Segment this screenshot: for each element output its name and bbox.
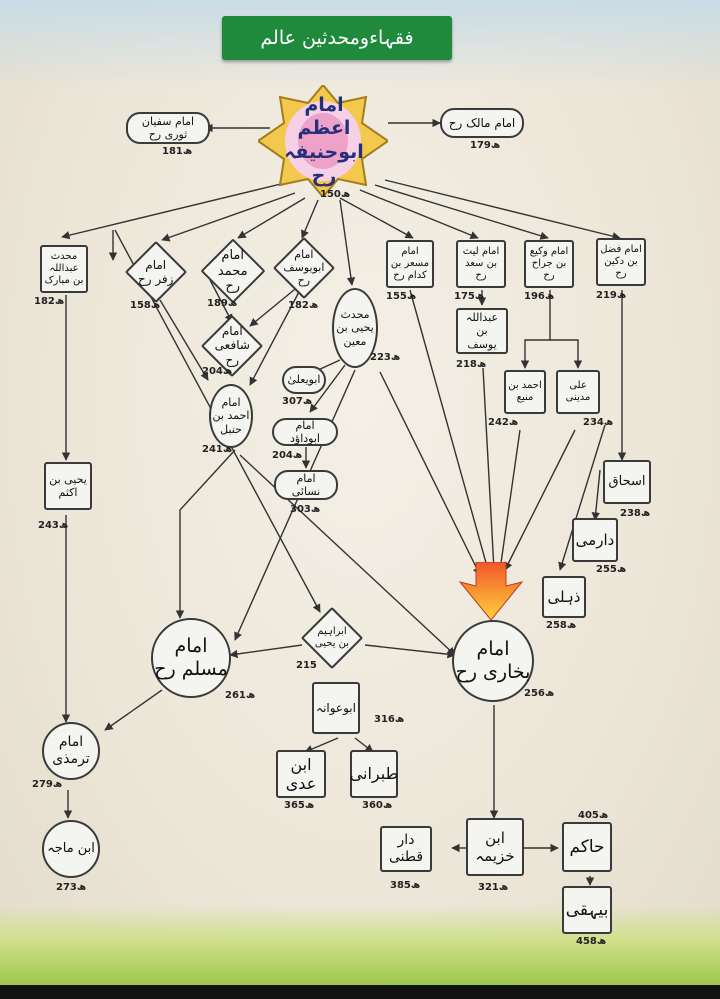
year-ishaq: 238ھ xyxy=(620,508,651,519)
year-malik: 179ھ xyxy=(470,140,501,151)
year-hakim: 405ھ xyxy=(578,810,609,821)
node-abdullah-yusuf: عبداللہ بن یوسف xyxy=(456,308,508,354)
year-layth: 175ھ xyxy=(454,291,485,302)
year-muslim: 261ھ xyxy=(225,690,256,701)
year-bayhaqi: 458ھ xyxy=(576,936,607,947)
year-abdullah-yusuf: 218ھ xyxy=(456,359,487,370)
node-nasai: امام نسائی xyxy=(274,470,338,500)
year-ali-madini: 234ھ xyxy=(583,417,614,428)
node-ibn-mubarak: محدث عبداللہ بن مبارک xyxy=(40,245,88,293)
node-muhammad-label: امام محمد رح xyxy=(218,247,248,294)
node-abu-awana: ابوعوانہ xyxy=(312,682,360,734)
node-bayhaqi: بیہقی xyxy=(562,886,612,934)
center-node-label: امام اعظم ابوحنیفہ رح xyxy=(284,93,364,187)
node-abu-yala: ابویعلیٰ xyxy=(282,366,326,394)
node-ali-madini: علی مدینی xyxy=(556,370,600,414)
node-layth: امام لیث بن سعد رح xyxy=(456,240,506,288)
year-dhuhli: 258ھ xyxy=(546,620,577,631)
node-ahmad-ibn-hanbal: امام احمد بن حنبل xyxy=(209,384,253,448)
year-zufar: 158ھ xyxy=(130,300,161,311)
year-ibrahim: 215 xyxy=(296,660,317,671)
year-abu-awana: 316ھ xyxy=(374,714,405,725)
node-darimi: دارمی xyxy=(572,518,618,562)
node-waki: امام وکیع بن جراح رح xyxy=(524,240,574,288)
node-imam-tirmidhi: امام ترمذی xyxy=(42,722,100,780)
node-ibrahim-label: ابراہیم بن یحیی xyxy=(314,626,350,649)
year-tabarani: 360ھ xyxy=(362,800,393,811)
year-muhammad: 189ھ xyxy=(207,298,238,309)
node-ibn-khuzayma: ابن خزیمہ xyxy=(466,818,524,876)
year-fadl: 219ھ xyxy=(596,290,627,301)
year-sufyan: 181ھ xyxy=(162,146,193,157)
center-star-badge xyxy=(258,85,388,197)
center-year: 150ھ xyxy=(320,189,351,200)
year-abu-yusuf: 182ھ xyxy=(288,300,319,311)
title-banner: فقہاءومحدثین عالم xyxy=(222,16,452,60)
year-waki: 196ھ xyxy=(524,291,555,302)
node-zufar-label: امام زفر رح xyxy=(138,257,174,286)
year-bukhari: 256ھ xyxy=(524,688,555,699)
year-misar: 155ھ xyxy=(386,291,417,302)
year-shafii: 204ھ xyxy=(202,366,233,377)
node-malik: امام مالک رح xyxy=(440,108,524,138)
node-dhuhli: ذہلی xyxy=(542,576,586,618)
year-daraqutni: 385ھ xyxy=(390,880,421,891)
year-ahmad: 241ھ xyxy=(202,444,233,455)
year-abu-yala: 307ھ xyxy=(282,396,313,407)
node-yahya-ibn-main: محدث یحیی بن معین xyxy=(332,288,378,368)
node-ibn-adi: ابن عدی xyxy=(276,750,326,798)
year-ibn-khuzayma: 321ھ xyxy=(478,882,509,893)
node-hakim: حاکم xyxy=(562,822,612,872)
node-imam-muslim: امام مسلم رح xyxy=(151,618,231,698)
node-fadl: امام فضل بن دکین رح xyxy=(596,238,646,286)
year-nasai: 303ھ xyxy=(290,504,321,515)
node-yahya-ibn-aktham: یحیی بن اکثم xyxy=(44,462,92,510)
year-tirmidhi: 279ھ xyxy=(32,779,63,790)
node-misar: امام مسعر بن کدام رح xyxy=(386,240,434,288)
node-shafii-label: امام شافعی رح xyxy=(214,324,250,368)
node-sufyan-thawri: امام سفیان ثوری رح xyxy=(126,112,210,144)
node-ahmad-ibn-mani: احمد بن منیع xyxy=(504,370,546,414)
node-imam-bukhari: امام بخاری رح xyxy=(452,620,534,702)
node-ishaq: اسحاق xyxy=(603,460,651,504)
year-ibn-adi: 365ھ xyxy=(284,800,315,811)
node-abu-yusuf-label: امام ابویوسف رح xyxy=(283,248,325,288)
year-ibn-mubarak: 182ھ xyxy=(34,296,65,307)
year-ibn-majah: 273ھ xyxy=(56,882,87,893)
year-yahya-ibn-main: 223ھ xyxy=(370,352,401,363)
node-ibn-majah: ابن ماجہ xyxy=(42,820,100,878)
year-yahya-aktham: 243ھ xyxy=(38,520,69,531)
year-ahmad-mani: 242ھ xyxy=(488,417,519,428)
year-abu-dawud: 204ھ xyxy=(272,450,303,461)
node-tabarani: طبرانی xyxy=(350,750,398,798)
bottom-bar xyxy=(0,985,720,999)
year-darimi: 255ھ xyxy=(596,564,627,575)
node-abu-dawud: امام ابوداؤد xyxy=(272,418,338,446)
down-arrow-icon xyxy=(458,562,524,620)
node-daraqutni: دار قطنی xyxy=(380,826,432,872)
